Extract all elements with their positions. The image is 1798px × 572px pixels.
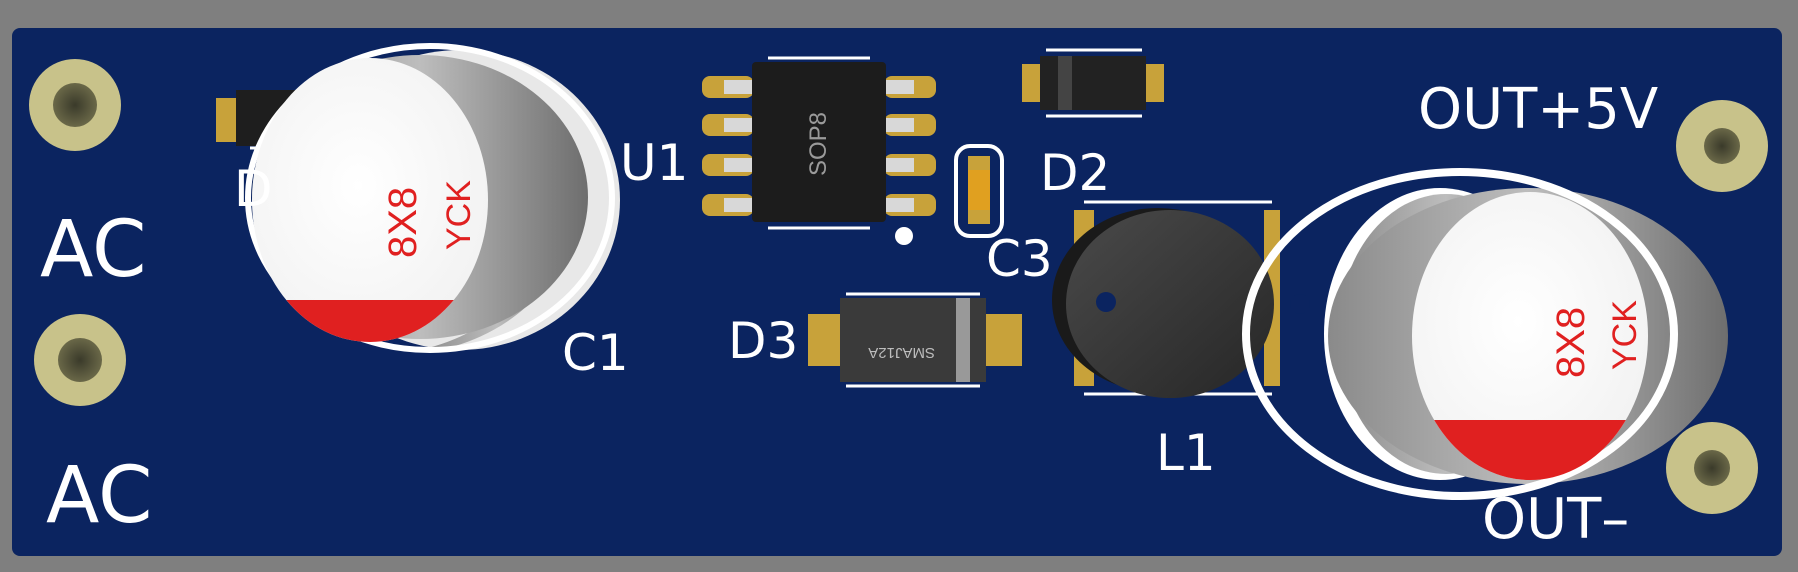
silk-out-minus: OUT– <box>1482 487 1629 552</box>
out-plus-terminal <box>1676 100 1768 192</box>
c1-brand-label: YCK <box>440 180 478 250</box>
silk-l1: L1 <box>1156 424 1216 482</box>
pin1-dot <box>895 227 913 245</box>
inductor-l1 <box>1052 200 1310 398</box>
silk-out-plus: OUT+5V <box>1418 77 1658 142</box>
silk-ac-bottom: AC <box>46 451 152 541</box>
silk-d1-partial: D <box>234 160 273 218</box>
silk-d2: D2 <box>1040 144 1110 202</box>
capacitor-c1: 8X8 YCK <box>245 43 620 353</box>
u1-package-label: SOP8 <box>805 112 832 176</box>
capacitor-c2: 8X8 YCK <box>1242 168 1728 500</box>
ac-terminal-top <box>29 59 121 151</box>
d3-marking-label: SMAJ12A <box>868 344 935 361</box>
silk-u1: U1 <box>620 134 688 192</box>
diode-d3: SMAJ12A <box>808 292 1022 388</box>
out-minus-terminal <box>1666 422 1758 514</box>
silk-ac-top: AC <box>40 205 146 295</box>
silk-c3: C3 <box>986 230 1053 288</box>
silk-c1: C1 <box>562 324 629 382</box>
diode-d2 <box>1022 48 1164 118</box>
ic-u1-sop8: SOP8 <box>702 56 936 245</box>
ac-terminal-bottom <box>34 314 126 406</box>
capacitor-c3 <box>954 144 1004 238</box>
c2-size-label: 8X8 <box>1549 307 1593 378</box>
silk-d3: D3 <box>728 312 798 370</box>
c2-brand-label: YCK <box>1606 300 1644 370</box>
c1-size-label: 8X8 <box>381 187 425 258</box>
